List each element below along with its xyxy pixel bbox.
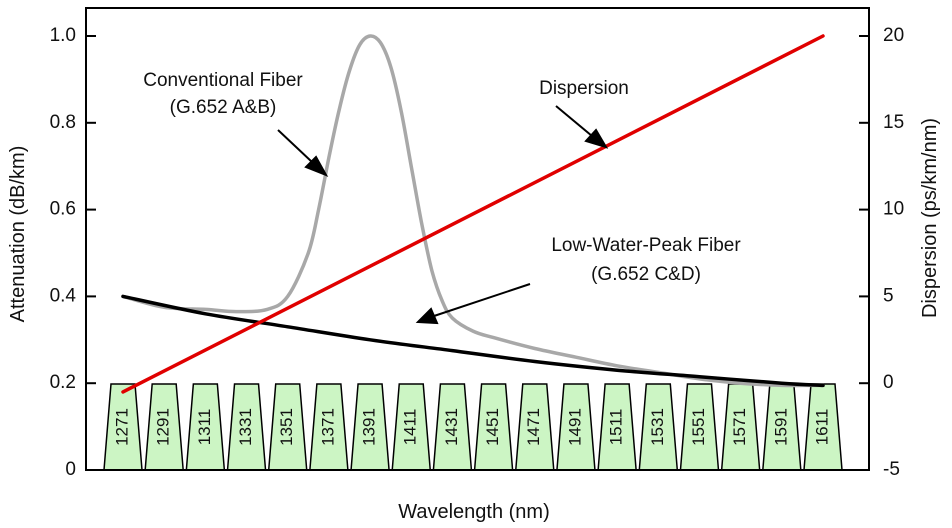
y-right-tick-label: 0 [883, 372, 894, 393]
series-lines [121, 34, 825, 394]
y-left-tick-label: 0.4 [50, 285, 77, 306]
channel-label: 1371 [318, 408, 337, 446]
channel-1411: 1411 [391, 383, 432, 471]
arrow-conventional [277, 129, 313, 163]
y-left-tick-label: 1.0 [50, 25, 76, 46]
annotation-arrows [277, 105, 609, 325]
y-left-tick-label: 0.2 [50, 372, 76, 393]
annotation-conventional-fiber: Conventional Fiber [143, 70, 303, 91]
channel-1571: 1571 [720, 383, 761, 471]
channel-1291: 1291 [144, 383, 184, 471]
channel-label: 1591 [771, 408, 790, 446]
annotation-low-water-peak-fiber: Low-Water-Peak Fiber [551, 235, 741, 256]
channel-label: 1411 [401, 409, 420, 446]
channel-label: 1571 [730, 408, 749, 446]
y-right-tick-label: 15 [883, 112, 904, 133]
channel-label: 1471 [524, 408, 543, 446]
channel-label: 1491 [565, 408, 584, 446]
y-right-tick-label: 10 [883, 199, 904, 220]
channel-1331: 1331 [226, 383, 267, 471]
channel-1471: 1471 [514, 383, 555, 471]
channel-label: 1531 [648, 408, 667, 446]
arrow-dispersion-head [584, 128, 609, 149]
y-right-tick-label: 5 [883, 285, 894, 306]
channel-1351: 1351 [267, 383, 308, 471]
plot-border [85, 7, 870, 471]
annotation-dispersion: Dispersion [539, 78, 629, 99]
x-axis-title: Wavelength (nm) [398, 501, 550, 523]
channel-1371: 1371 [309, 383, 349, 471]
annotation-low-water-peak-standard: (G.652 C&D) [591, 264, 701, 285]
channel-label: 1611 [812, 409, 831, 446]
channel-1391: 1391 [350, 383, 390, 471]
arrow-conventional-head [304, 155, 329, 177]
y-axis-right-title: Dispersion (ps/km/nm) [919, 118, 941, 318]
arrow-low-water-peak [433, 283, 531, 317]
channel-bands: 1271 1291 1311 1331 1351 1371 1391 1411 1431 1451… [103, 383, 843, 471]
channel-1311: 1311 [185, 383, 226, 471]
y-axis-left-title: Attenuation (dB/km) [7, 146, 29, 323]
channel-1611: 1611 [803, 383, 843, 471]
y-right-tick-label: -5 [883, 459, 900, 480]
axis-ticks: 0 0.2 0.4 0.6 0.8 1.0 -5 0 5 10 15 20 [50, 25, 905, 480]
channel-label: 1451 [483, 408, 502, 446]
channel-label: 1551 [689, 408, 708, 446]
arrow-low-water-peak-head [415, 307, 439, 325]
channel-label: 1331 [236, 408, 255, 446]
annotation-conventional-standard: (G.652 A&B) [170, 97, 277, 118]
channel-label: 1291 [154, 408, 173, 446]
channel-1491: 1491 [556, 383, 596, 471]
series-dispersion [121, 34, 825, 394]
channel-label: 1271 [112, 408, 131, 446]
channel-label: 1431 [442, 408, 461, 446]
series-low-water-peak-fiber [121, 294, 825, 388]
channel-label: 1391 [360, 408, 379, 446]
channel-1551: 1551 [679, 383, 720, 471]
channel-1431: 1431 [432, 383, 473, 471]
y-left-tick-label: 0.6 [50, 199, 76, 220]
channel-1531: 1531 [638, 383, 679, 471]
arrow-dispersion [555, 105, 593, 137]
y-left-tick-label: 0.8 [50, 112, 76, 133]
channel-1451: 1451 [473, 383, 514, 471]
y-right-tick-label: 20 [883, 25, 904, 46]
channel-label: 1311 [195, 409, 214, 446]
y-left-tick-label: 0 [65, 459, 76, 480]
plot-frame [85, 7, 870, 471]
channel-1591: 1591 [762, 383, 802, 471]
channel-1511: 1511 [597, 383, 637, 471]
channel-1271: 1271 [103, 383, 143, 471]
channel-label: 1351 [277, 408, 296, 446]
channel-label: 1511 [607, 409, 626, 446]
